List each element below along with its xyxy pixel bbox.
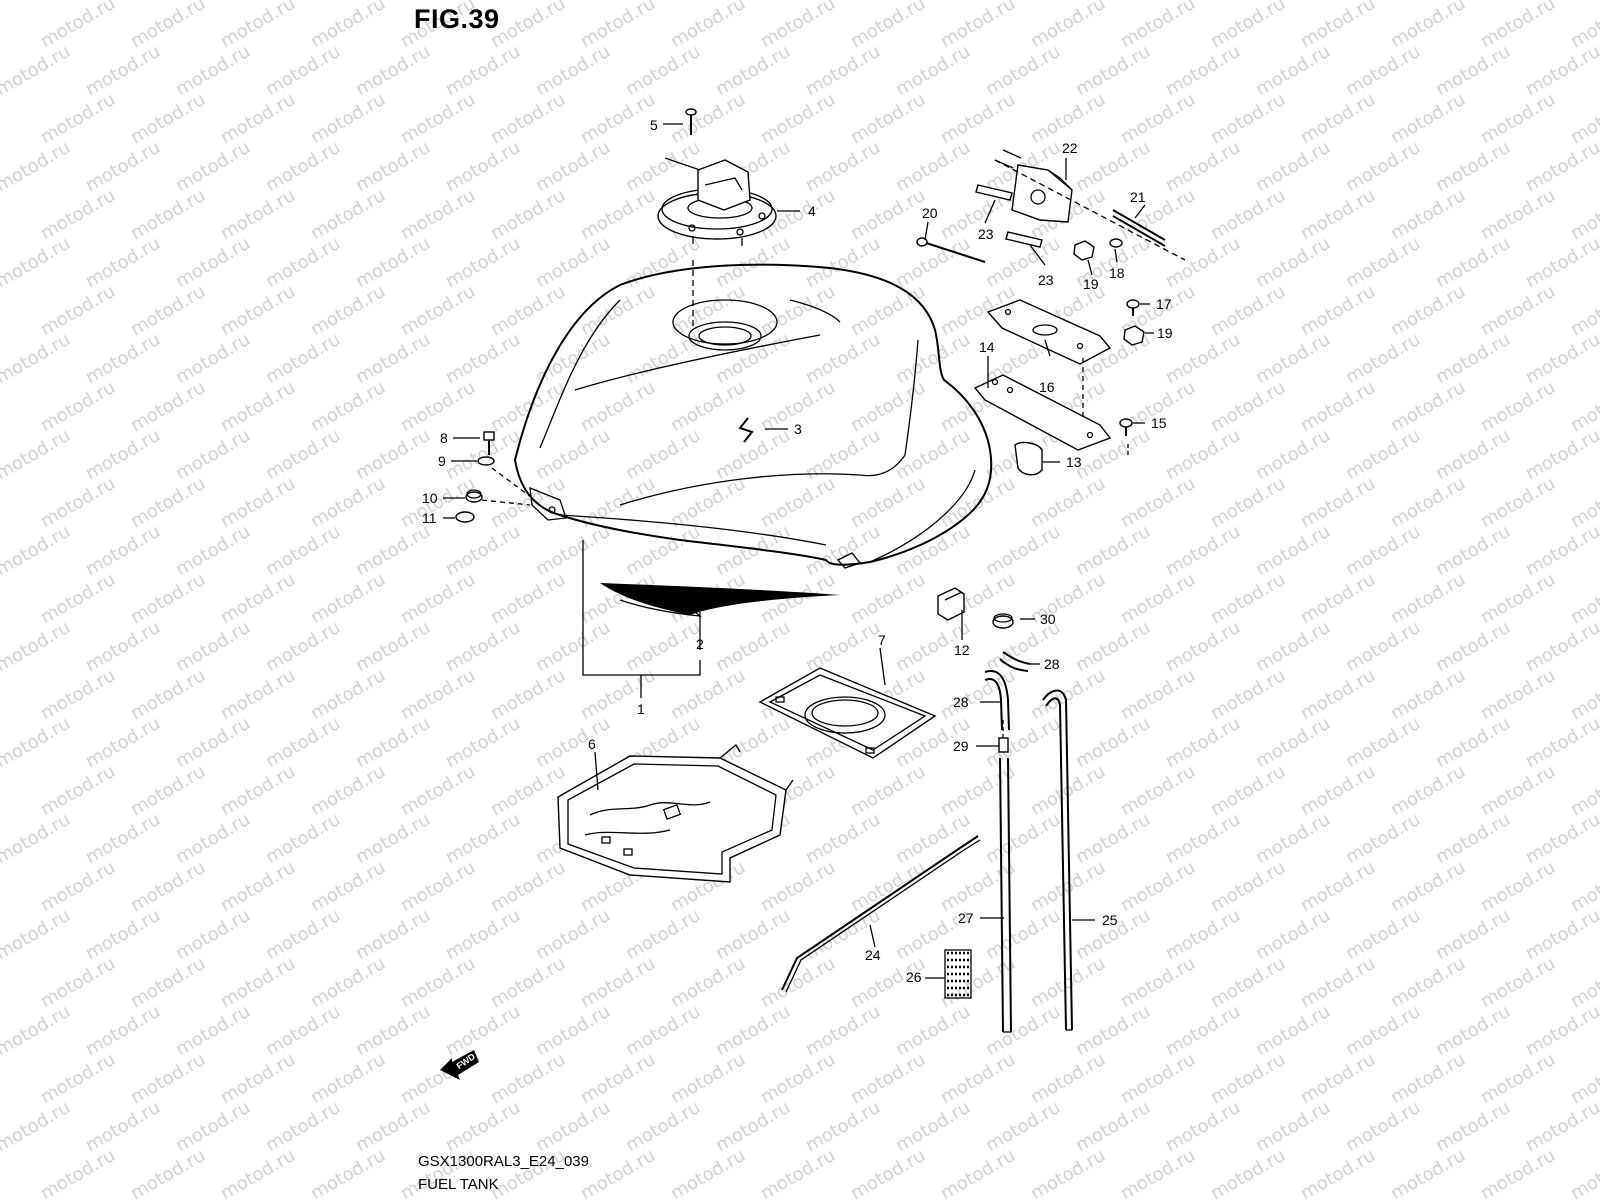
callout-19-upper: 19 — [1083, 276, 1099, 292]
cushion-10 — [465, 489, 483, 503]
screw-15 — [1119, 418, 1133, 436]
fwd-arrow-icon: FWD — [440, 1050, 479, 1080]
callout-2: 2 — [696, 636, 704, 652]
bolt-5 — [685, 108, 697, 135]
collar-11 — [455, 511, 475, 523]
tank-decal — [600, 583, 840, 615]
sponge-26 — [944, 949, 972, 999]
callout-27: 27 — [958, 910, 974, 926]
callout-22: 22 — [1062, 140, 1078, 156]
callout-23-center: 23 — [1038, 272, 1054, 288]
callout-16: 16 — [1039, 379, 1055, 395]
bracket-22 — [994, 149, 1073, 223]
cushion-13 — [1014, 441, 1043, 476]
callout-20: 20 — [922, 205, 938, 221]
callout-15: 15 — [1151, 415, 1167, 431]
callout-28-right: 28 — [1044, 656, 1060, 672]
callout-9: 9 — [438, 453, 446, 469]
screw-17 — [1126, 299, 1140, 316]
callout-8: 8 — [440, 430, 448, 446]
fuel-tank — [513, 263, 993, 569]
callout-18: 18 — [1109, 265, 1125, 281]
clip-12 — [937, 587, 965, 621]
joint-29 — [998, 737, 1009, 753]
hose-25 — [1042, 689, 1073, 1031]
hose-28-upper — [999, 651, 1031, 672]
rod-24 — [781, 835, 981, 993]
callout-labels: 1 2 3 4 5 6 7 8 9 10 11 12 13 14 15 16 1… — [422, 117, 1173, 985]
figure-title: FIG.39 — [414, 4, 500, 34]
washer-9 — [477, 456, 495, 466]
bracket-14 — [973, 374, 1112, 451]
callout-25: 25 — [1102, 912, 1118, 928]
tray-6 — [557, 744, 794, 883]
callout-17: 17 — [1156, 296, 1172, 312]
callout-28-left: 28 — [953, 694, 969, 710]
brand-logo-icon — [738, 417, 754, 443]
callout-11: 11 — [422, 510, 437, 526]
callout-4: 4 — [808, 203, 816, 219]
callout-3: 3 — [794, 421, 802, 437]
bolt-20 — [916, 237, 986, 263]
model-code: GSX1300RAL3_E24_039 — [418, 1153, 589, 1170]
callout-5: 5 — [650, 117, 658, 133]
callout-7: 7 — [878, 632, 886, 648]
bracket-16 — [986, 299, 1112, 365]
washer-18 — [1109, 238, 1123, 248]
nut-19-lower — [1123, 325, 1145, 346]
callout-26: 26 — [906, 969, 922, 985]
fuel-cap-assembly — [657, 157, 777, 246]
callout-1: 1 — [637, 701, 645, 717]
callout-24: 24 — [865, 947, 881, 963]
callout-13: 13 — [1066, 454, 1082, 470]
nut-19-upper — [1073, 240, 1095, 261]
cap-30 — [992, 613, 1014, 629]
callout-30: 30 — [1040, 611, 1056, 627]
leader-lines — [443, 123, 1154, 979]
hose-28-left — [984, 670, 1010, 731]
figure-name: FUEL TANK — [418, 1176, 499, 1193]
hose-27 — [999, 757, 1012, 1033]
callout-23-left: 23 — [978, 226, 994, 242]
callout-19-lower: 19 — [1157, 325, 1173, 341]
plate-7 — [758, 667, 937, 759]
callout-10: 10 — [422, 490, 438, 506]
callout-6: 6 — [588, 736, 596, 752]
bolt-8 — [483, 431, 495, 455]
rubber-23 — [975, 184, 1043, 248]
callout-21: 21 — [1130, 189, 1146, 205]
callout-29: 29 — [953, 738, 969, 754]
pin-21 — [1112, 209, 1166, 247]
callout-14: 14 — [979, 339, 995, 355]
callout-12: 12 — [954, 642, 970, 658]
